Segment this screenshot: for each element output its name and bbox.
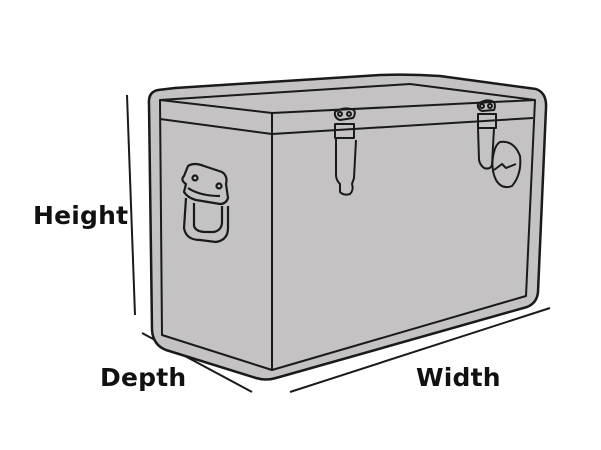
depth-label: Depth xyxy=(100,363,187,392)
latch-right-icon xyxy=(476,99,522,189)
box-inner-outline xyxy=(159,83,536,371)
height-dimension-line xyxy=(126,94,136,316)
latch-right-plate xyxy=(491,140,522,189)
trunk-cover xyxy=(147,73,548,381)
side-handle-icon xyxy=(181,162,230,244)
width-label: Width xyxy=(416,363,501,392)
height-label: Height xyxy=(33,201,129,230)
latch-left-icon xyxy=(333,107,357,196)
width-dimension-line xyxy=(289,307,551,393)
